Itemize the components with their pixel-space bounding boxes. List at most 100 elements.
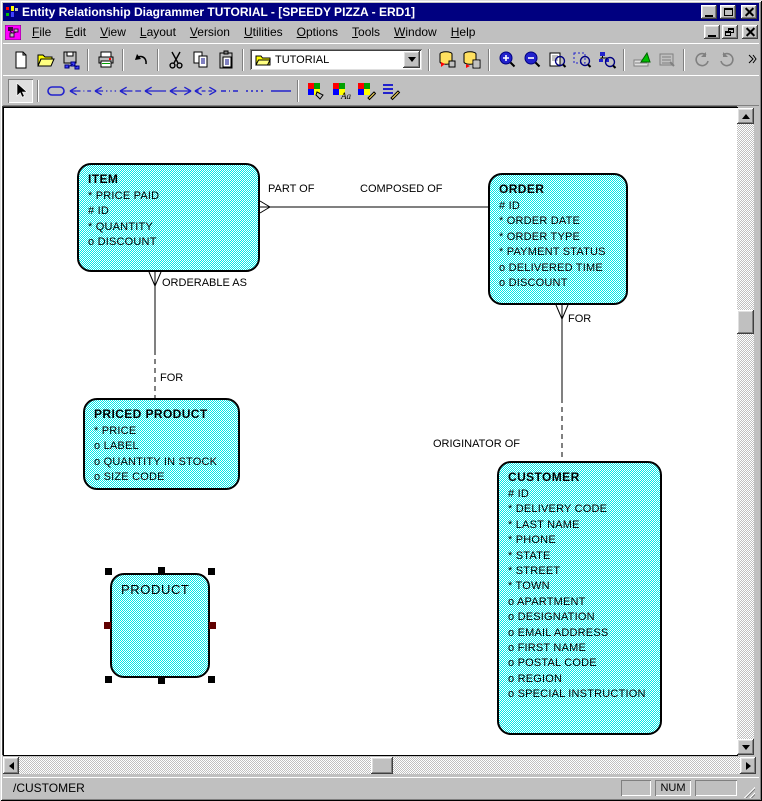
zoom-out-icon <box>524 51 540 67</box>
horizontal-scroll-thumb[interactable] <box>371 757 393 774</box>
autolayout-button[interactable] <box>629 48 654 72</box>
copy-button[interactable] <box>188 48 213 72</box>
relationship-many-one-halfdash-tool[interactable] <box>118 79 143 103</box>
menu-item[interactable]: Version <box>189 24 230 39</box>
line-color-tool[interactable] <box>353 79 378 103</box>
db-capture-button[interactable] <box>459 48 484 72</box>
menu-item[interactable]: Tools <box>352 24 381 39</box>
mdi-minimize-button[interactable] <box>704 25 720 39</box>
select-tool[interactable] <box>8 78 33 103</box>
paste-button[interactable] <box>213 48 238 72</box>
menu-item[interactable]: Options <box>296 24 339 39</box>
print-button[interactable] <box>93 48 118 72</box>
line-dotted-tool[interactable] <box>243 79 268 103</box>
menu-item[interactable]: Help <box>450 24 476 39</box>
find-object-button[interactable] <box>594 48 619 72</box>
selection-handle[interactable] <box>105 676 112 683</box>
mdi-restore-button[interactable] <box>722 25 738 39</box>
minimize-button[interactable] <box>701 5 717 19</box>
diagram-combobox[interactable]: TUTORIAL <box>250 49 422 70</box>
relationship-label[interactable]: FOR <box>160 372 184 384</box>
relationship-label[interactable]: ORIGINATOR OF <box>433 438 520 450</box>
text-color-tool[interactable]: Aa <box>328 79 353 103</box>
scissors-icon <box>168 51 183 69</box>
relationship-label[interactable]: PART OF <box>268 183 315 195</box>
previous-layout-button[interactable] <box>689 48 714 72</box>
selection-handle[interactable] <box>208 568 215 575</box>
entity-product[interactable]: PRODUCT <box>104 567 216 684</box>
scroll-right-button[interactable] <box>740 757 756 774</box>
zoom-out-button[interactable] <box>519 48 544 72</box>
relationship-many-many-dashed-tool[interactable] <box>193 79 218 103</box>
line-solid-tool[interactable] <box>268 79 293 103</box>
resize-grip[interactable] <box>741 784 755 798</box>
relationship-many-one-dashdot-tool[interactable] <box>68 79 93 103</box>
maximize-button[interactable] <box>720 5 736 19</box>
zoom-normal-button[interactable] <box>544 48 569 72</box>
relationship-many-one-dotted-tool[interactable] <box>93 79 118 103</box>
entity-attribute: * ORDER DATE <box>499 215 581 228</box>
entity-title: CUSTOMER <box>508 470 580 484</box>
entity-tool[interactable] <box>43 79 68 103</box>
close-button[interactable] <box>741 5 757 19</box>
relationship-label[interactable]: ORDERABLE AS <box>162 277 247 289</box>
entity-attribute: * STATE <box>508 549 551 562</box>
mdi-close-button[interactable] <box>742 25 758 39</box>
entity-attribute: o SIZE CODE <box>94 471 165 484</box>
diagram-canvas[interactable]: PART OF COMPOSED OF ORDERABLE AS FOR FOR… <box>4 108 737 755</box>
selection-handle[interactable] <box>158 567 165 574</box>
zoom-selection-button[interactable] <box>569 48 594 72</box>
horizontal-scrollbar[interactable] <box>3 757 756 774</box>
db-update-button[interactable] <box>434 48 459 72</box>
autolayout-area-button[interactable] <box>654 48 679 72</box>
scroll-left-button[interactable] <box>3 757 19 774</box>
entity-attribute: o QUANTITY IN STOCK <box>94 455 218 468</box>
crowfoot-dotted-icon <box>94 86 117 95</box>
cut-button[interactable] <box>163 48 188 72</box>
selection-handle[interactable] <box>158 677 165 684</box>
document-icon[interactable] <box>5 24 21 40</box>
relationship-many-one-solid-tool[interactable] <box>143 79 168 103</box>
vertical-scrollbar[interactable] <box>737 108 754 755</box>
selection-handle[interactable] <box>105 568 112 575</box>
new-diagram-button[interactable] <box>8 48 33 72</box>
selection-handle[interactable] <box>208 676 215 683</box>
toolbar-overflow-chevron[interactable] <box>747 51 757 69</box>
fill-color-tool[interactable] <box>303 79 328 103</box>
selection-handle[interactable] <box>104 622 111 629</box>
crowfoot-solid-icon <box>144 86 167 95</box>
next-layout-button[interactable] <box>714 48 739 72</box>
combobox-dropdown-button[interactable] <box>403 51 420 68</box>
menu-item[interactable]: View <box>100 24 126 39</box>
solid-line-icon <box>270 89 291 92</box>
menu-item[interactable]: Layout <box>139 24 176 39</box>
arrow-right-icon <box>745 761 751 770</box>
zoom-in-button[interactable] <box>494 48 519 72</box>
mdi-close-icon <box>746 28 755 36</box>
selection-handle[interactable] <box>209 622 216 629</box>
menu-item[interactable]: Window <box>394 24 437 39</box>
menu-item[interactable]: File <box>32 24 52 39</box>
scroll-up-button[interactable] <box>737 108 754 124</box>
relationship-label[interactable]: COMPOSED OF <box>360 183 443 195</box>
relationship-label[interactable]: FOR <box>568 313 592 325</box>
line-dashdot-tool[interactable] <box>218 79 243 103</box>
entity-order[interactable]: ORDER # ID* ORDER DATE* ORDER TYPE* PAYM… <box>488 173 628 305</box>
entity-customer[interactable]: CUSTOMER # ID* DELIVERY CODE* LAST NAME*… <box>497 461 662 735</box>
relationship-many-many-solid-tool[interactable] <box>168 79 193 103</box>
zoom-selection-icon <box>573 52 591 68</box>
vertical-scroll-thumb[interactable] <box>737 310 754 334</box>
close-icon <box>745 8 754 16</box>
line-style-tool[interactable] <box>378 79 403 103</box>
menu-item[interactable]: Utilities <box>243 24 283 39</box>
entity-attribute: * PAYMENT STATUS <box>499 246 606 259</box>
save-diagram-button[interactable] <box>58 48 83 72</box>
scroll-down-button[interactable] <box>737 739 754 755</box>
open-diagram-button[interactable] <box>33 48 58 72</box>
undo-button[interactable] <box>128 48 153 72</box>
menu-item[interactable]: Edit <box>65 24 87 39</box>
entity-attribute: * PHONE <box>508 534 556 547</box>
